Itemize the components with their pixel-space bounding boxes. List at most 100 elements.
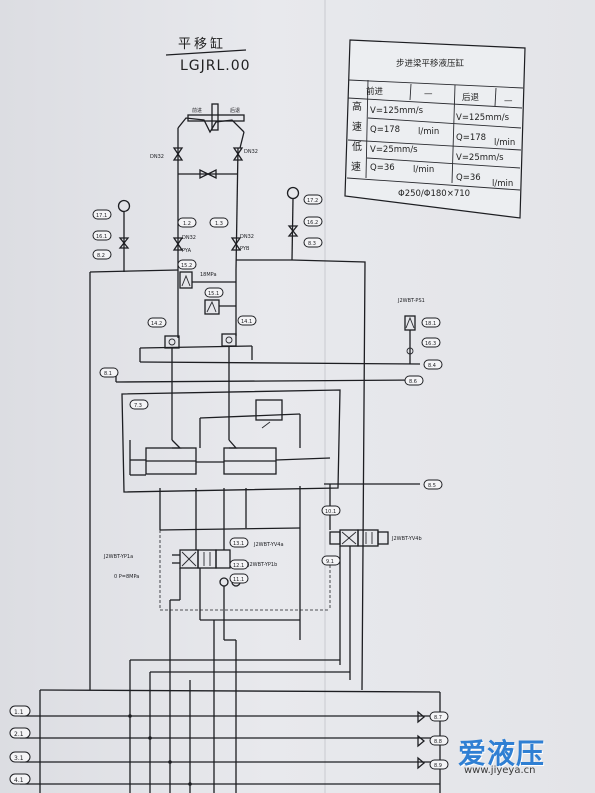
tag-8-4: 8.4 <box>423 359 443 370</box>
tag-8-2: 8.2 <box>92 249 112 260</box>
svg-text:17.1: 17.1 <box>96 213 107 219</box>
svg-text:8.8: 8.8 <box>434 739 442 745</box>
svg-text:11.1: 11.1 <box>233 577 244 583</box>
bottom-manifold <box>20 639 441 793</box>
tag-17-2: 17.2 <box>303 194 323 205</box>
tag-7-3: 7.3 <box>129 399 149 410</box>
svg-text:8.3: 8.3 <box>308 241 316 247</box>
svg-text:18.1: 18.1 <box>425 321 436 327</box>
low-bwd-q: Q=36 <box>456 173 481 183</box>
title-name: 平移缸 <box>178 36 226 52</box>
low-bwd-v: V=25mm/s <box>456 153 504 163</box>
title-code: LGJRL.00 <box>180 58 251 74</box>
tag-8-3: 8.3 <box>303 237 323 248</box>
tag-12-1: 12.1 <box>229 559 249 570</box>
pya-label: PYA <box>182 248 192 254</box>
tag-16-2: 16.2 <box>303 216 323 227</box>
main-lines <box>172 145 244 271</box>
tag-1-2: 1.2 <box>177 217 197 228</box>
tag-13-1: 13.1 <box>229 537 249 548</box>
pyb-label: PYB <box>240 246 250 252</box>
svg-text:8.7: 8.7 <box>434 715 442 721</box>
tag-8-6: 8.6 <box>404 375 424 386</box>
row-high-1: 高 <box>352 100 362 113</box>
dn32-label-1: DN32 <box>150 154 164 160</box>
tag-14-1: 14.1 <box>237 315 257 326</box>
high-bwd-v: V=125mm/s <box>456 113 510 123</box>
svg-text:8.6: 8.6 <box>409 379 417 385</box>
high-fwd-v: V=125mm/s <box>370 106 424 116</box>
low-fwd-v: V=25mm/s <box>370 145 418 155</box>
svg-text:7.3: 7.3 <box>134 403 142 409</box>
col-forward: 前进 <box>366 86 384 97</box>
svg-text:8.2: 8.2 <box>97 253 105 259</box>
tag-1-1: 1.1 <box>9 705 31 717</box>
yv4a-label: J2WBT-YV4a <box>253 542 284 548</box>
tag-2-1: 2.1 <box>9 727 31 739</box>
low-bwd-unit: l/min <box>492 179 513 189</box>
svg-text:13.1: 13.1 <box>233 541 244 547</box>
tag-4-1: 4.1 <box>9 773 31 785</box>
pressure-18-label: 18MPa <box>200 272 217 278</box>
low-fwd-q: Q=36 <box>370 163 395 173</box>
dn32-label-b: DN32 <box>240 234 254 240</box>
svg-text:9.1: 9.1 <box>326 559 334 565</box>
svg-text:10.1: 10.1 <box>325 509 336 515</box>
tag-3-1: 3.1 <box>9 751 31 763</box>
svg-text:16.1: 16.1 <box>96 234 107 240</box>
tag-8-7: 8.7 <box>429 711 449 722</box>
svg-text:8.4: 8.4 <box>428 363 436 369</box>
svg-text:17.2: 17.2 <box>307 198 318 204</box>
dn32-label-2: DN32 <box>244 149 258 155</box>
valve-block <box>121 388 341 493</box>
watermark-logo: 爱液压 <box>458 737 546 770</box>
col-backward: 后退 <box>462 92 480 103</box>
watermark-url: www.jiyeya.cn <box>464 765 536 776</box>
tag-8-8: 8.8 <box>429 735 449 746</box>
yv4b-label: J2WBT-YV4b <box>391 536 422 542</box>
high-bwd-q: Q=178 <box>456 133 486 143</box>
svg-text:15.2: 15.2 <box>181 263 192 269</box>
yp1b-label: J2WBT-YP1b <box>247 562 277 568</box>
tag-14-2: 14.2 <box>147 317 167 328</box>
tag-16-3: 16.3 <box>421 337 441 348</box>
svg-text:1.2: 1.2 <box>183 221 191 227</box>
drawing-title: 平移缸 LGJRL.00 <box>165 36 251 74</box>
svg-text:8.9: 8.9 <box>434 763 442 769</box>
svg-text:3.1: 3.1 <box>14 755 24 762</box>
row-high-2: 速 <box>352 121 362 133</box>
tag-15-2: 15.2 <box>177 259 197 270</box>
cylinder-label-left: 前进 <box>192 107 202 114</box>
watermark: 爱液压 www.jiyeya.cn <box>458 732 588 782</box>
tag-1-3: 1.3 <box>209 217 229 228</box>
pressure-0-label: 0 P=8MPa <box>114 574 139 580</box>
svg-text:12.1: 12.1 <box>233 563 244 569</box>
svg-text:1.1: 1.1 <box>14 709 24 716</box>
svg-text:4.1: 4.1 <box>14 777 24 784</box>
dash-2: — <box>504 96 513 106</box>
row-low-1: 低 <box>352 140 362 153</box>
tag-9-1: 9.1 <box>321 555 341 566</box>
tag-18-1: 18.1 <box>421 317 441 328</box>
cylinder: 前进 后退 <box>177 103 245 149</box>
lower-circuit <box>159 483 420 680</box>
tag-8-1: 8.1 <box>99 367 119 378</box>
row-low-2: 速 <box>351 161 361 173</box>
dash-1: — <box>424 89 433 99</box>
tag-8-9: 8.9 <box>429 759 449 770</box>
svg-text:14.1: 14.1 <box>241 319 252 325</box>
cylinder-size: Φ250/Φ180×710 <box>398 189 470 199</box>
svg-text:16.3: 16.3 <box>425 341 436 347</box>
gauge-left <box>89 199 179 273</box>
high-fwd-q: Q=178 <box>370 125 400 135</box>
tag-10-1: 10.1 <box>321 505 341 516</box>
svg-text:15.1: 15.1 <box>208 291 219 297</box>
svg-text:14.2: 14.2 <box>151 321 162 327</box>
tag-15-1: 15.1 <box>204 287 224 298</box>
tag-bubbles: 17.1 16.1 8.2 17.2 16.2 8.3 1.2 1.3 15.2… <box>9 194 449 785</box>
tag-11-1: 11.1 <box>229 573 249 584</box>
tag-16-1: 16.1 <box>92 230 112 241</box>
outer-loop <box>89 259 421 691</box>
svg-text:1.3: 1.3 <box>215 221 223 227</box>
